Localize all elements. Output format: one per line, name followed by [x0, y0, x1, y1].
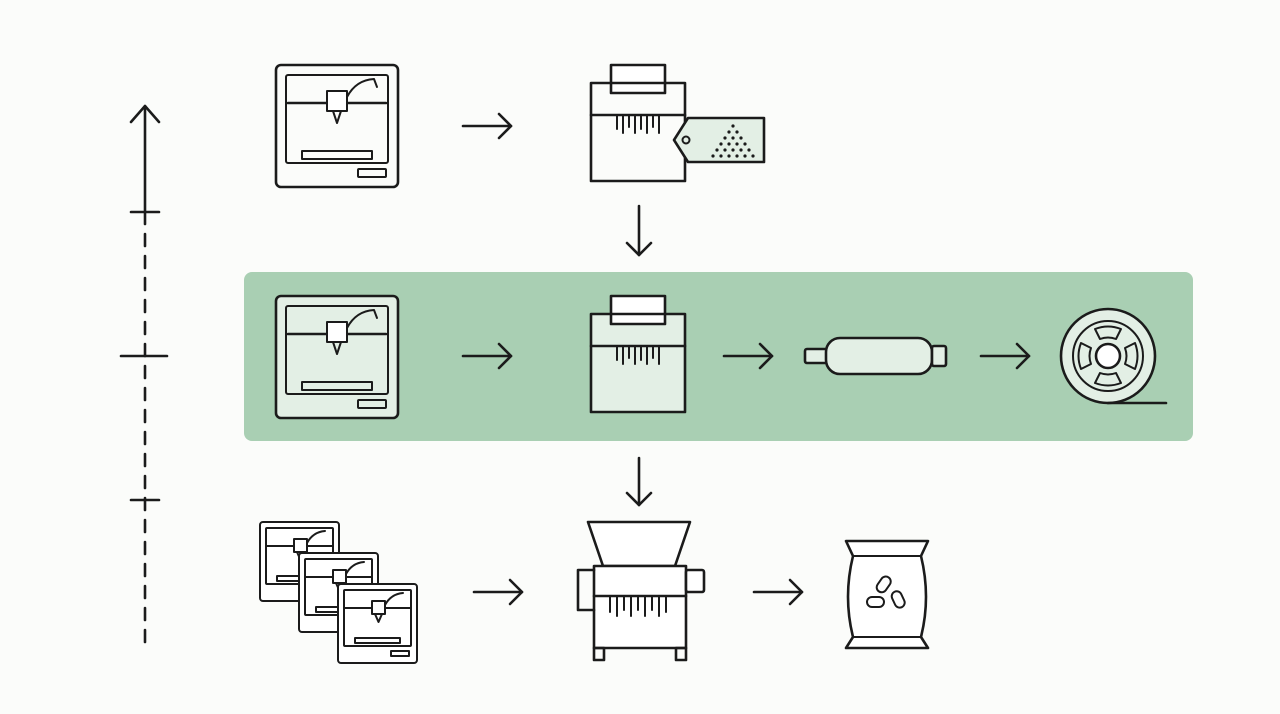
industrial-shredder-icon	[576, 520, 706, 662]
pellet-dots-icon	[711, 124, 755, 158]
arrow-right-icon	[722, 342, 774, 370]
printer-icon	[274, 63, 400, 189]
vertical-axis	[119, 104, 169, 647]
row-2	[274, 294, 1168, 420]
pellets-icon	[866, 575, 906, 609]
arrow-right-icon	[752, 578, 804, 606]
arrow-down-icon	[625, 204, 653, 257]
printer-icon	[274, 294, 400, 420]
arrow-right-icon	[461, 112, 513, 140]
arrow-right-icon	[472, 578, 524, 606]
printer-stack-icon	[259, 521, 418, 664]
arrow-right-icon	[979, 342, 1031, 370]
filament-spool-icon	[1059, 307, 1168, 405]
arrow-right-icon	[461, 342, 513, 370]
pellet-bag-icon	[844, 539, 930, 650]
arrow-down-icon	[625, 456, 653, 507]
highlight-band	[244, 272, 1193, 441]
extruder-icon	[803, 336, 948, 376]
shredder-with-tag-icon	[589, 63, 766, 183]
row-1	[274, 63, 766, 189]
shredder-icon	[589, 294, 687, 414]
row-3	[259, 520, 930, 664]
